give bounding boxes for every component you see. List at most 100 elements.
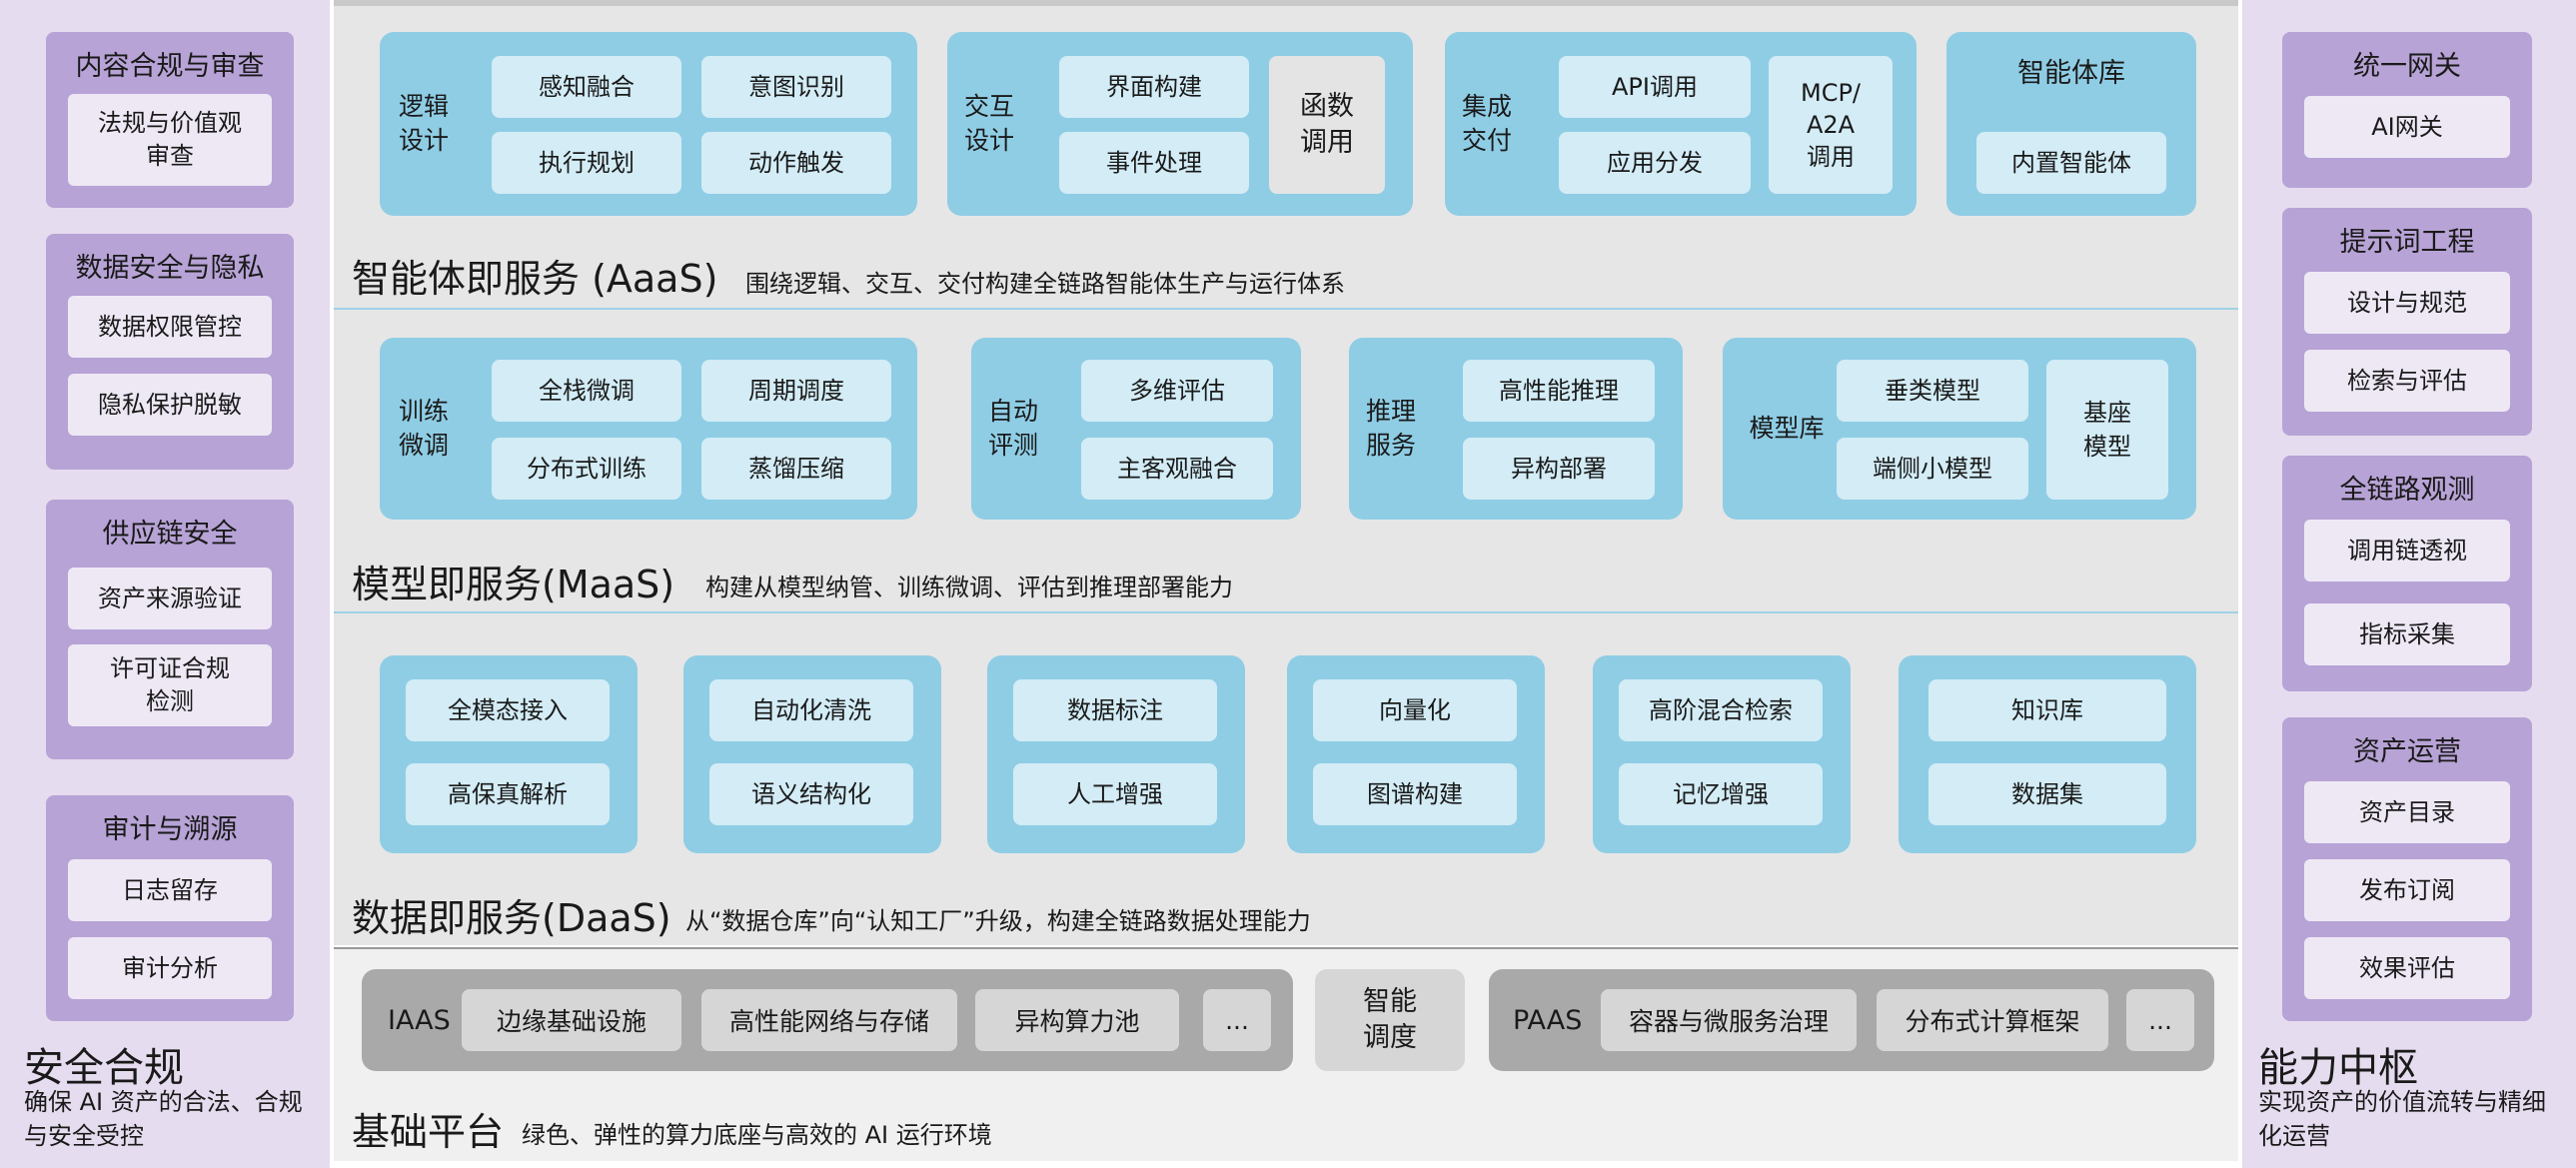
maas-block-training: 训练 微调 全栈微调 周期调度 分布式训练 蒸馏压缩 [380,338,917,520]
daas-block-retrieval: 高阶混合检索 记忆增强 [1593,655,1851,853]
aaas-title: 智能体即服务 (AaaS) [352,257,718,301]
left-footer-desc: 确保 AI 资产的合法、合规与安全受控 [24,1088,303,1150]
right-item: AI网关 [2304,96,2510,158]
block-label: 交互 设计 [963,92,1014,155]
maas-item: 垂类模型 [1837,360,2028,422]
maas-item: 蒸馏压缩 [701,438,891,500]
right-footer-desc: 实现资产的价值流转与精细化运营 [2258,1088,2546,1150]
aaas-block-logic: 逻辑 设计 感知融合 意图识别 执行规划 动作触发 [380,32,917,216]
block-label: 集成 交付 [1461,92,1512,155]
right-group-prompt: 提示词工程 设计与规范 检索与评估 [2282,208,2532,436]
daas-item: 人工增强 [1013,763,1217,825]
maas-title: 模型即服务(MaaS) [352,563,675,606]
daas-item: 全模态接入 [406,679,610,741]
left-group-title: 内容合规与审查 [75,51,265,82]
aaas-item: 内置智能体 [1976,132,2166,194]
daas-item: 向量化 [1313,679,1517,741]
layer-divider [334,611,2238,613]
right-item: 效果评估 [2304,937,2510,999]
aaas-item: 动作触发 [701,132,891,194]
left-group-title: 审计与溯源 [102,814,238,845]
daas-item: 知识库 [1929,679,2166,741]
right-item: 指标采集 [2304,603,2510,665]
right-item: 调用链透视 [2304,520,2510,582]
daas-item: 数据标注 [1013,679,1217,741]
paas-item: 容器与微服务治理 [1601,989,1857,1051]
right-group-title: 全链路观测 [2339,475,2475,506]
top-strip [334,0,2238,6]
aaas-item: 执行规划 [492,132,681,194]
daas-block-knowledge: 知识库 数据集 [1899,655,2196,853]
daas-item: 数据集 [1929,763,2166,825]
iaas-label: IAAS [388,1004,451,1036]
maas-item: 周期调度 [701,360,891,422]
capability-hub-column: 统一网关 AI网关 提示词工程 设计与规范 检索与评估 全链路观测 调用链透视 … [2242,0,2576,1168]
aaas-item: 应用分发 [1559,132,1751,194]
daas-title: 数据即服务(DaaS) [352,896,671,940]
daas-item: 高保真解析 [406,763,610,825]
maas-item: 全栈微调 [492,360,681,422]
aaas-block-delivery: 集成 交付 API调用 应用分发 MCP/ A2A 调用 [1445,32,1917,216]
left-item: 法规与价值观 审查 [68,94,272,186]
aaas-block-interaction: 交互 设计 界面构建 事件处理 函数 调用 [947,32,1413,216]
maas-desc: 构建从模型纳管、训练微调、评估到推理部署能力 [705,574,1233,601]
block-label: 智能体库 [2017,58,2125,89]
left-item: 审计分析 [68,937,272,999]
maas-side-item: 基座 模型 [2046,360,2168,500]
aaas-block-agent-library: 智能体库 内置智能体 [1946,32,2196,216]
maas-item: 异构部署 [1463,438,1655,500]
iaas-item: 边缘基础设施 [462,989,681,1051]
base-title: 基础平台 [352,1110,505,1154]
daas-item: 图谱构建 [1313,763,1517,825]
left-group-data-security: 数据安全与隐私 数据权限管控 隐私保护脱敏 [46,234,294,470]
right-item: 设计与规范 [2304,272,2510,334]
left-item: 隐私保护脱敏 [68,374,272,436]
left-item: 资产来源验证 [68,568,272,629]
daas-block-vectorization: 向量化 图谱构建 [1287,655,1545,853]
block-label: 自动 评测 [987,397,1038,460]
daas-block-cleaning: 自动化清洗 语义结构化 [683,655,941,853]
aaas-item: 事件处理 [1059,132,1249,194]
daas-block-labeling: 数据标注 人工增强 [987,655,1245,853]
maas-item: 高性能推理 [1463,360,1655,422]
right-group-asset-ops: 资产运营 资产目录 发布订阅 效果评估 [2282,717,2532,1021]
right-group-title: 提示词工程 [2339,227,2475,258]
left-group-audit: 审计与溯源 日志留存 审计分析 [46,795,294,1021]
scheduler-box: 智能 调度 [1315,969,1465,1071]
maas-item: 端侧小模型 [1837,438,2028,500]
left-item: 数据权限管控 [68,296,272,358]
iaas-item: 高性能网络与存储 [701,989,957,1051]
maas-item: 分布式训练 [492,438,681,500]
left-group-title: 供应链安全 [102,519,238,550]
left-group-supply-chain: 供应链安全 资产来源验证 许可证合规 检测 [46,500,294,759]
right-group-title: 资产运营 [2353,736,2461,767]
aaas-item: API调用 [1559,56,1751,118]
right-item: 发布订阅 [2304,859,2510,921]
iaas-item: 异构算力池 [975,989,1179,1051]
daas-block-ingest: 全模态接入 高保真解析 [380,655,638,853]
maas-block-model-library: 模型库 垂类模型 端侧小模型 基座 模型 [1723,338,2196,520]
iaas-bar: IAAS 边缘基础设施 高性能网络与存储 异构算力池 ... [362,969,1293,1071]
daas-item: 高阶混合检索 [1619,679,1823,741]
paas-bar: PAAS 容器与微服务治理 分布式计算框架 ... [1489,969,2214,1071]
aaas-item: 界面构建 [1059,56,1249,118]
aaas-item: 感知融合 [492,56,681,118]
layer-divider [334,308,2238,310]
maas-block-inference: 推理 服务 高性能推理 异构部署 [1349,338,1683,520]
block-label: 模型库 [1749,414,1825,443]
iaas-item: ... [1203,989,1271,1051]
aaas-desc: 围绕逻辑、交互、交付构建全链路智能体生产与运行体系 [745,270,1345,298]
left-item: 日志留存 [68,859,272,921]
security-compliance-column: 内容合规与审查 法规与价值观 审查 数据安全与隐私 数据权限管控 隐私保护脱敏 … [0,0,330,1168]
daas-item: 语义结构化 [709,763,913,825]
left-group-content-compliance: 内容合规与审查 法规与价值观 审查 [46,32,294,208]
right-group-observability: 全链路观测 调用链透视 指标采集 [2282,456,2532,691]
right-group-title: 统一网关 [2353,51,2461,82]
aaas-side-item: 函数 调用 [1269,56,1385,194]
left-footer-title: 安全合规 [24,1045,184,1091]
block-label: 逻辑 设计 [398,92,449,155]
right-group-gateway: 统一网关 AI网关 [2282,32,2532,188]
right-item: 检索与评估 [2304,350,2510,412]
block-label: 推理 服务 [1365,397,1416,460]
block-label: 训练 微调 [398,397,449,460]
